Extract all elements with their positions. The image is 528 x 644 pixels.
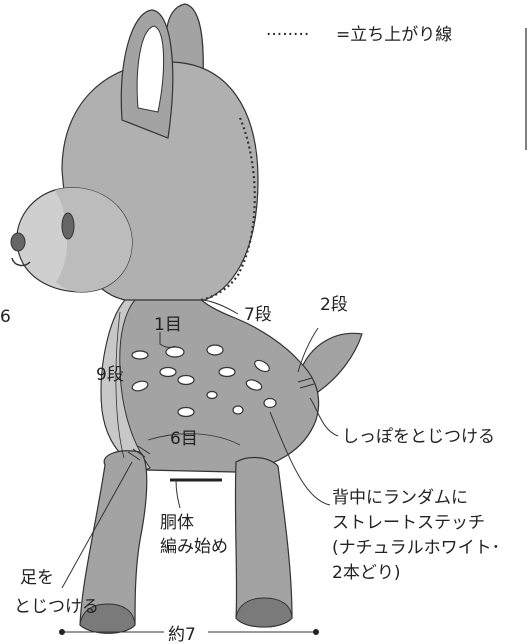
- spot: [218, 366, 236, 378]
- width-dot-right: [313, 629, 319, 635]
- spot: [245, 379, 263, 391]
- spot: [159, 366, 177, 378]
- eye: [61, 212, 75, 240]
- spot: [131, 380, 149, 392]
- leader-7dan: [199, 299, 239, 315]
- spot: [254, 359, 270, 373]
- spot: [165, 346, 185, 358]
- spot: [177, 374, 195, 386]
- label-width: 約7: [168, 625, 196, 644]
- label-back-2: ストレートステッチ: [332, 513, 485, 533]
- right-leg: [234, 456, 293, 628]
- spot: [177, 406, 195, 418]
- spot: [131, 350, 149, 360]
- rise-line: [199, 117, 256, 302]
- legend-text: =立ち上がり線: [336, 25, 452, 45]
- label-body-1: 胴体: [160, 513, 194, 533]
- leader-2dan: [297, 327, 319, 373]
- ear-front: [120, 9, 174, 139]
- label-back-1: 背中にランダムに: [332, 488, 468, 508]
- body: [100, 297, 320, 473]
- tail-stitches: [297, 377, 315, 389]
- leader-back: [269, 411, 331, 506]
- leg-stitches: [127, 445, 151, 461]
- label-row6: 6目: [170, 429, 198, 449]
- spot: [206, 344, 224, 356]
- leader-tail: [309, 397, 339, 437]
- left-edge-char: 6: [0, 307, 11, 327]
- legend-dots: ········: [266, 25, 309, 45]
- label-body-2: 編み始め: [160, 537, 228, 557]
- spot: [206, 390, 218, 400]
- head: [10, 3, 259, 302]
- leader-lines: [61, 299, 339, 589]
- label-leg-1: 足を: [20, 568, 54, 588]
- leader-1me: [159, 332, 176, 348]
- leader-body: [175, 479, 181, 509]
- spot: [232, 405, 244, 415]
- mouth: [11, 257, 31, 267]
- label-row1: 1目: [154, 315, 182, 335]
- label-back-3: (ナチュラルホワイト･: [332, 538, 500, 558]
- snout: [10, 187, 133, 293]
- label-row2: 2段: [320, 295, 348, 315]
- spot: [263, 397, 277, 409]
- leader-leg: [61, 461, 133, 589]
- nose: [10, 232, 26, 252]
- spots: [131, 344, 277, 418]
- left-leg: [79, 450, 148, 634]
- label-leg-2: とじつける: [14, 597, 99, 617]
- row9-guide: [115, 311, 125, 459]
- label-back-4: 2本どり): [332, 563, 400, 583]
- width-dot-left: [59, 629, 65, 635]
- label-row9: 9段: [96, 365, 124, 385]
- label-row7: 7段: [244, 305, 272, 325]
- row6-guide: [147, 433, 241, 446]
- label-tail: しっぽをとじつける: [342, 427, 495, 447]
